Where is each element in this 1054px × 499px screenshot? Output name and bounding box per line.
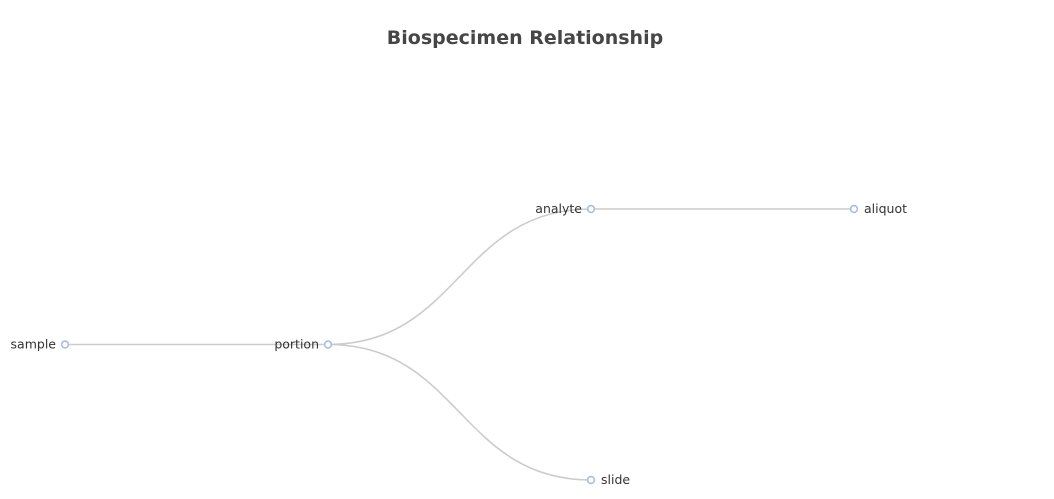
node-analyte-circle[interactable] <box>586 204 596 214</box>
node-portion[interactable]: portion <box>274 337 333 352</box>
node-aliquot-circle[interactable] <box>849 204 859 214</box>
node-sample-label: sample <box>11 337 57 352</box>
node-slide-circle[interactable] <box>586 475 596 485</box>
chart-title: Biospecimen Relationship <box>387 27 663 49</box>
node-portion-circle[interactable] <box>323 340 333 349</box>
tree-nodes: sample portion analyte aliquot slide <box>11 201 908 487</box>
link-portion-analyte <box>327 208 592 346</box>
node-portion-label: portion <box>274 337 319 352</box>
node-analyte[interactable]: analyte <box>535 201 596 216</box>
node-slide[interactable]: slide <box>586 472 631 487</box>
tree-links <box>65 208 854 481</box>
node-analyte-label: analyte <box>535 201 582 216</box>
node-slide-label: slide <box>601 472 630 487</box>
node-aliquot-label: aliquot <box>864 201 907 216</box>
node-sample[interactable]: sample <box>11 337 70 352</box>
link-portion-slide <box>327 343 592 481</box>
node-sample-circle[interactable] <box>60 340 70 349</box>
node-aliquot[interactable]: aliquot <box>849 201 908 216</box>
